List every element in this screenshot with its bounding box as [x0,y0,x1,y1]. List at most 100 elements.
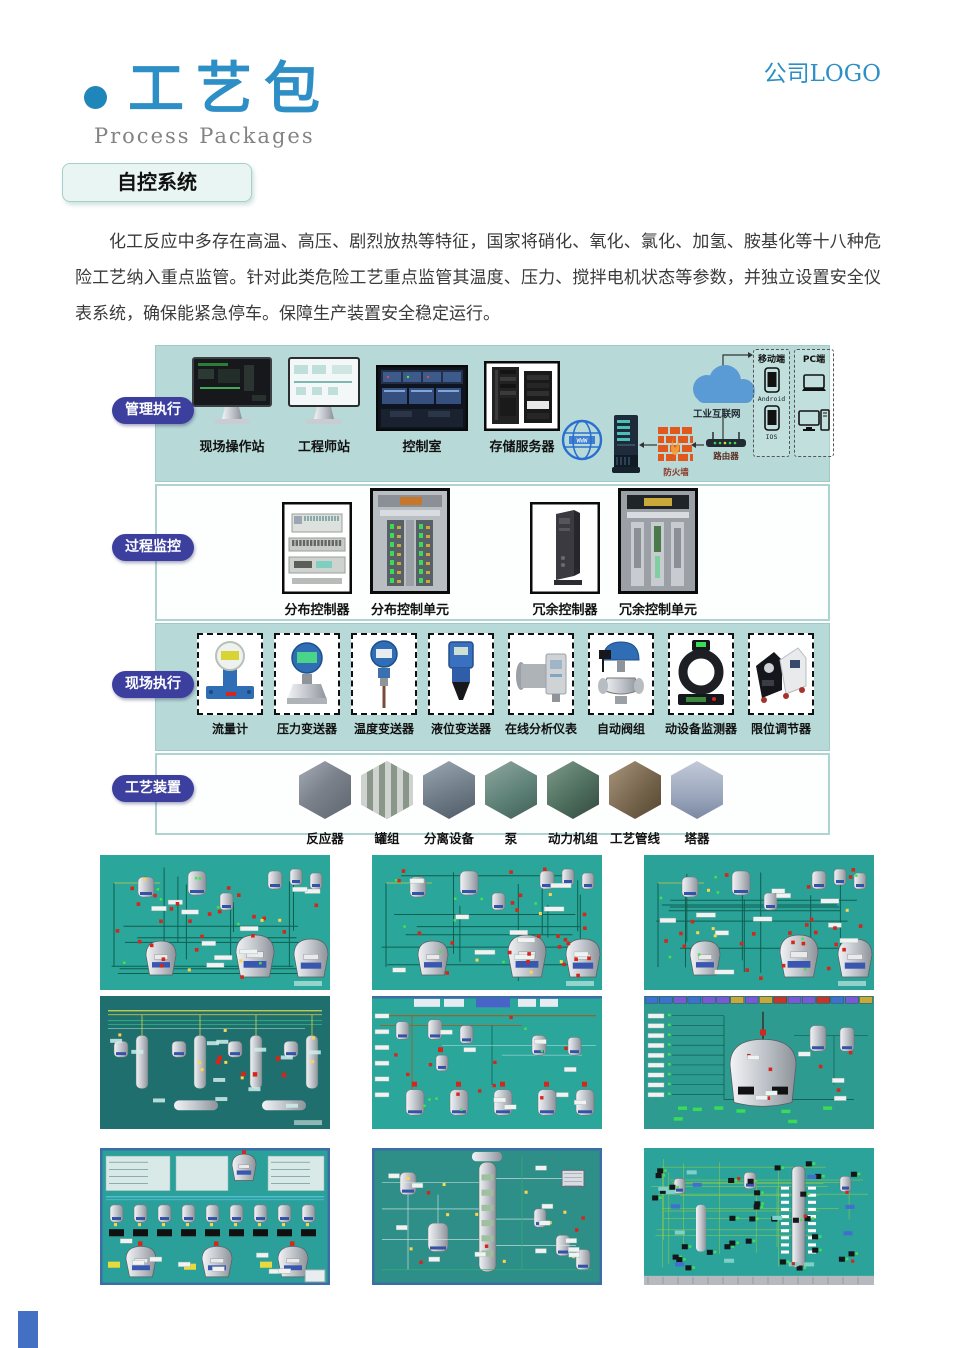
device-item-hex-tanks: 罐组 [357,757,417,847]
din-controller-icon [282,502,352,594]
router-icon [706,432,746,447]
mobile-box-title: 移动端 [757,355,785,365]
plc-module-icon [530,502,600,594]
router-label: 路由器 [713,452,739,462]
device-item-monitor-light: 工程师站 [288,357,360,455]
pc-endpoint-box: PC端 [794,349,834,457]
device-item-hex-separation: 分离设备 [419,757,479,847]
device-label: 流量计 [211,722,248,736]
rack-cabinet-icon [618,488,698,594]
device-item-online-analyzer: 在线分析仪表 [505,633,577,737]
hex-tanks-photo [357,757,417,823]
control-cabinet-icon [370,488,450,594]
hex-pump-photo [481,757,541,823]
auto-valve-icon [588,633,655,715]
device-label: 工程师站 [297,440,350,455]
hmi-screen-9-dense [644,1148,874,1285]
device-item-machine-monitor: 动设备监测器 [665,633,737,737]
monitoring-devices-row: 分布控制器 分布控制单元 冗余控制器 冗余控制单元 [282,488,698,618]
android-label: Android [757,395,786,403]
device-item-storage-server: 存储服务器 [484,361,560,455]
management-devices-row: 现场操作站 工程师站 控制室 存储服务器 [192,357,560,455]
device-item-limit-regulator: 限位调节器 [748,633,815,737]
ios-label: IOS [765,433,778,441]
device-label: 液位变送器 [430,722,491,736]
temperature-transmitter-icon [351,633,417,715]
layer-pill-management: 管理执行 [112,397,194,424]
device-item-hex-pipeline: 工艺管线 [605,757,665,847]
hex-pipeline-photo [605,757,665,823]
machine-monitor-icon [668,633,735,715]
page-subtitle: Process Packages [94,124,315,148]
device-label: 工艺管线 [609,831,660,846]
device-label: 压力变送器 [276,722,337,736]
device-label: 现场操作站 [199,440,265,455]
device-label: 动力机组 [547,831,598,846]
hex-power-photo [543,757,603,823]
panel-process-monitoring [155,484,830,621]
online-analyzer-icon [508,633,574,715]
device-label: 分离设备 [423,831,474,846]
process-units-row: 反应器 罐组 分离设备 泵 动力机组工艺管线 塔器 [295,757,727,847]
mobile-endpoint-box: 移动端 Android IOS [753,349,790,457]
device-item-rack-cabinet: 冗余控制单元 [618,488,698,618]
control-room-icon [376,365,468,431]
device-item-hex-power: 动力机组 [543,757,603,847]
hmi-screenshot-grid [100,855,876,1285]
hmi-screen-4-columns [100,996,330,1129]
title-bullet-icon [84,86,107,109]
device-label: 反应器 [306,831,344,846]
device-item-plc-module: 冗余控制器 [530,502,600,618]
device-label: 动设备监测器 [665,722,738,736]
hex-reactor-photo [295,757,355,823]
pc-box-title: PC端 [802,355,826,365]
device-item-hex-pump: 泵 [481,757,541,847]
layer-pill-monitoring: 过程监控 [112,534,194,561]
device-label: 控制室 [402,440,442,455]
device-label: 自动阀组 [597,722,646,736]
network-connection-lines [639,352,753,448]
section-button-autocontrol[interactable]: 自控系统 [62,163,252,202]
screenshot-row-3 [100,1148,876,1285]
device-item-monitor-dark: 现场操作站 [192,357,272,455]
hmi-screen-3-plant [644,855,874,990]
svg-text:WWW: WWW [577,438,588,445]
layer-pill-units: 工艺装置 [112,775,194,802]
device-label: 冗余控制单元 [618,603,697,618]
device-item-control-room: 控制室 [376,365,468,455]
screenshot-row-2 [100,996,876,1129]
page-corner-decoration [18,1311,38,1348]
android-phone-icon [763,367,780,393]
ios-phone-icon [763,405,780,431]
network-cluster: WWW 防火墙 [555,347,834,479]
device-item-control-cabinet: 分布控制单元 [370,488,450,618]
device-label: 限位调节器 [751,722,812,736]
device-label: 分布控制器 [284,603,350,618]
device-item-auto-valve: 自动阀组 [588,633,655,737]
limit-regulator-icon [748,633,815,715]
hex-tower-photo [667,757,727,823]
hmi-screen-6-big-reactor [644,996,874,1129]
intro-paragraph: 化工反应中多存在高温、高压、剧烈放热等特征，国家将硝化、氧化、氯化、加氢、胺基化… [75,232,881,324]
device-label: 分布控制单元 [370,603,449,618]
firewall-icon [658,427,693,461]
hmi-screen-2-plant [372,855,602,990]
device-item-hex-reactor: 反应器 [295,757,355,847]
flow-meter-icon [197,633,263,715]
device-label: 冗余控制器 [532,603,598,618]
www-globe-icon: WWW [561,419,603,461]
monitor-light-icon [288,357,360,431]
device-item-hex-tower: 塔器 [667,757,727,847]
device-label: 泵 [504,831,518,846]
device-label: 塔器 [684,831,710,846]
hmi-screen-8-tall-column [372,1148,602,1285]
device-item-flow-meter: 流量计 [197,633,263,737]
device-label: 罐组 [374,831,400,846]
storage-server-icon [484,361,560,431]
industrial-internet-label: 工业互联网 [693,409,741,420]
pressure-transmitter-icon [274,633,340,715]
hmi-screen-7-batch [100,1148,330,1285]
screenshot-row-1 [100,855,876,990]
device-item-level-transmitter: 液位变送器 [428,633,494,737]
